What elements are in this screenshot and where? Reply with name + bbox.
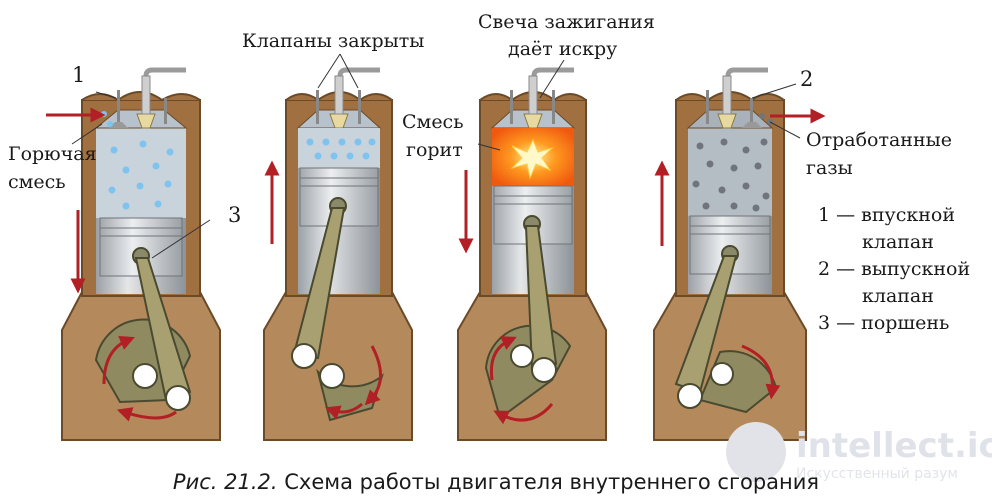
watermark-logo-icon bbox=[726, 422, 786, 482]
label-mixture-burns-line2: горит bbox=[406, 139, 463, 161]
figure-caption: Рис. 21.2. Схема работы двигателя внутре… bbox=[0, 470, 992, 494]
engine-exhaust bbox=[653, 67, 826, 441]
legend-item-3: 3 — поршень bbox=[818, 312, 950, 334]
legend: 1 — впускной клапан 2 — выпускной клапан… bbox=[818, 202, 970, 337]
label-exhaust-line1: Отработанные bbox=[806, 129, 952, 151]
label-num-1: 1 bbox=[72, 63, 85, 87]
label-exhaust-line2: газы bbox=[806, 157, 853, 179]
label-spark-line1: Свеча зажигания bbox=[478, 11, 655, 33]
legend-item-2-cont: клапан bbox=[862, 285, 934, 307]
label-spark-line2: даёт искру bbox=[508, 38, 617, 60]
label-fuel-mixture-line1: Горючая bbox=[8, 143, 97, 165]
engine-compression bbox=[263, 53, 413, 441]
label-num-3: 3 bbox=[228, 203, 241, 227]
label-fuel-mixture-line2: смесь bbox=[8, 171, 66, 193]
legend-item-1: 1 — впускной bbox=[818, 204, 955, 226]
label-num-2: 2 bbox=[800, 67, 813, 91]
caption-prefix: Рис. 21.2. bbox=[172, 470, 278, 494]
watermark-subtitle: Искусственный разум bbox=[796, 466, 958, 482]
label-mixture-burns-line1: Смесь bbox=[402, 111, 464, 133]
caption-text: Схема работы двигателя внутреннего сгора… bbox=[277, 470, 820, 494]
legend-item-2: 2 — выпускной bbox=[818, 258, 971, 280]
legend-item-1-cont: клапан bbox=[862, 231, 934, 253]
engine-power bbox=[457, 59, 607, 441]
watermark-brand: intellect.icu bbox=[796, 426, 992, 466]
engine-intake bbox=[46, 67, 221, 441]
label-valves-closed: Клапаны закрыты bbox=[242, 30, 424, 52]
watermark: intellect.icu Искусственный разум bbox=[716, 418, 992, 498]
